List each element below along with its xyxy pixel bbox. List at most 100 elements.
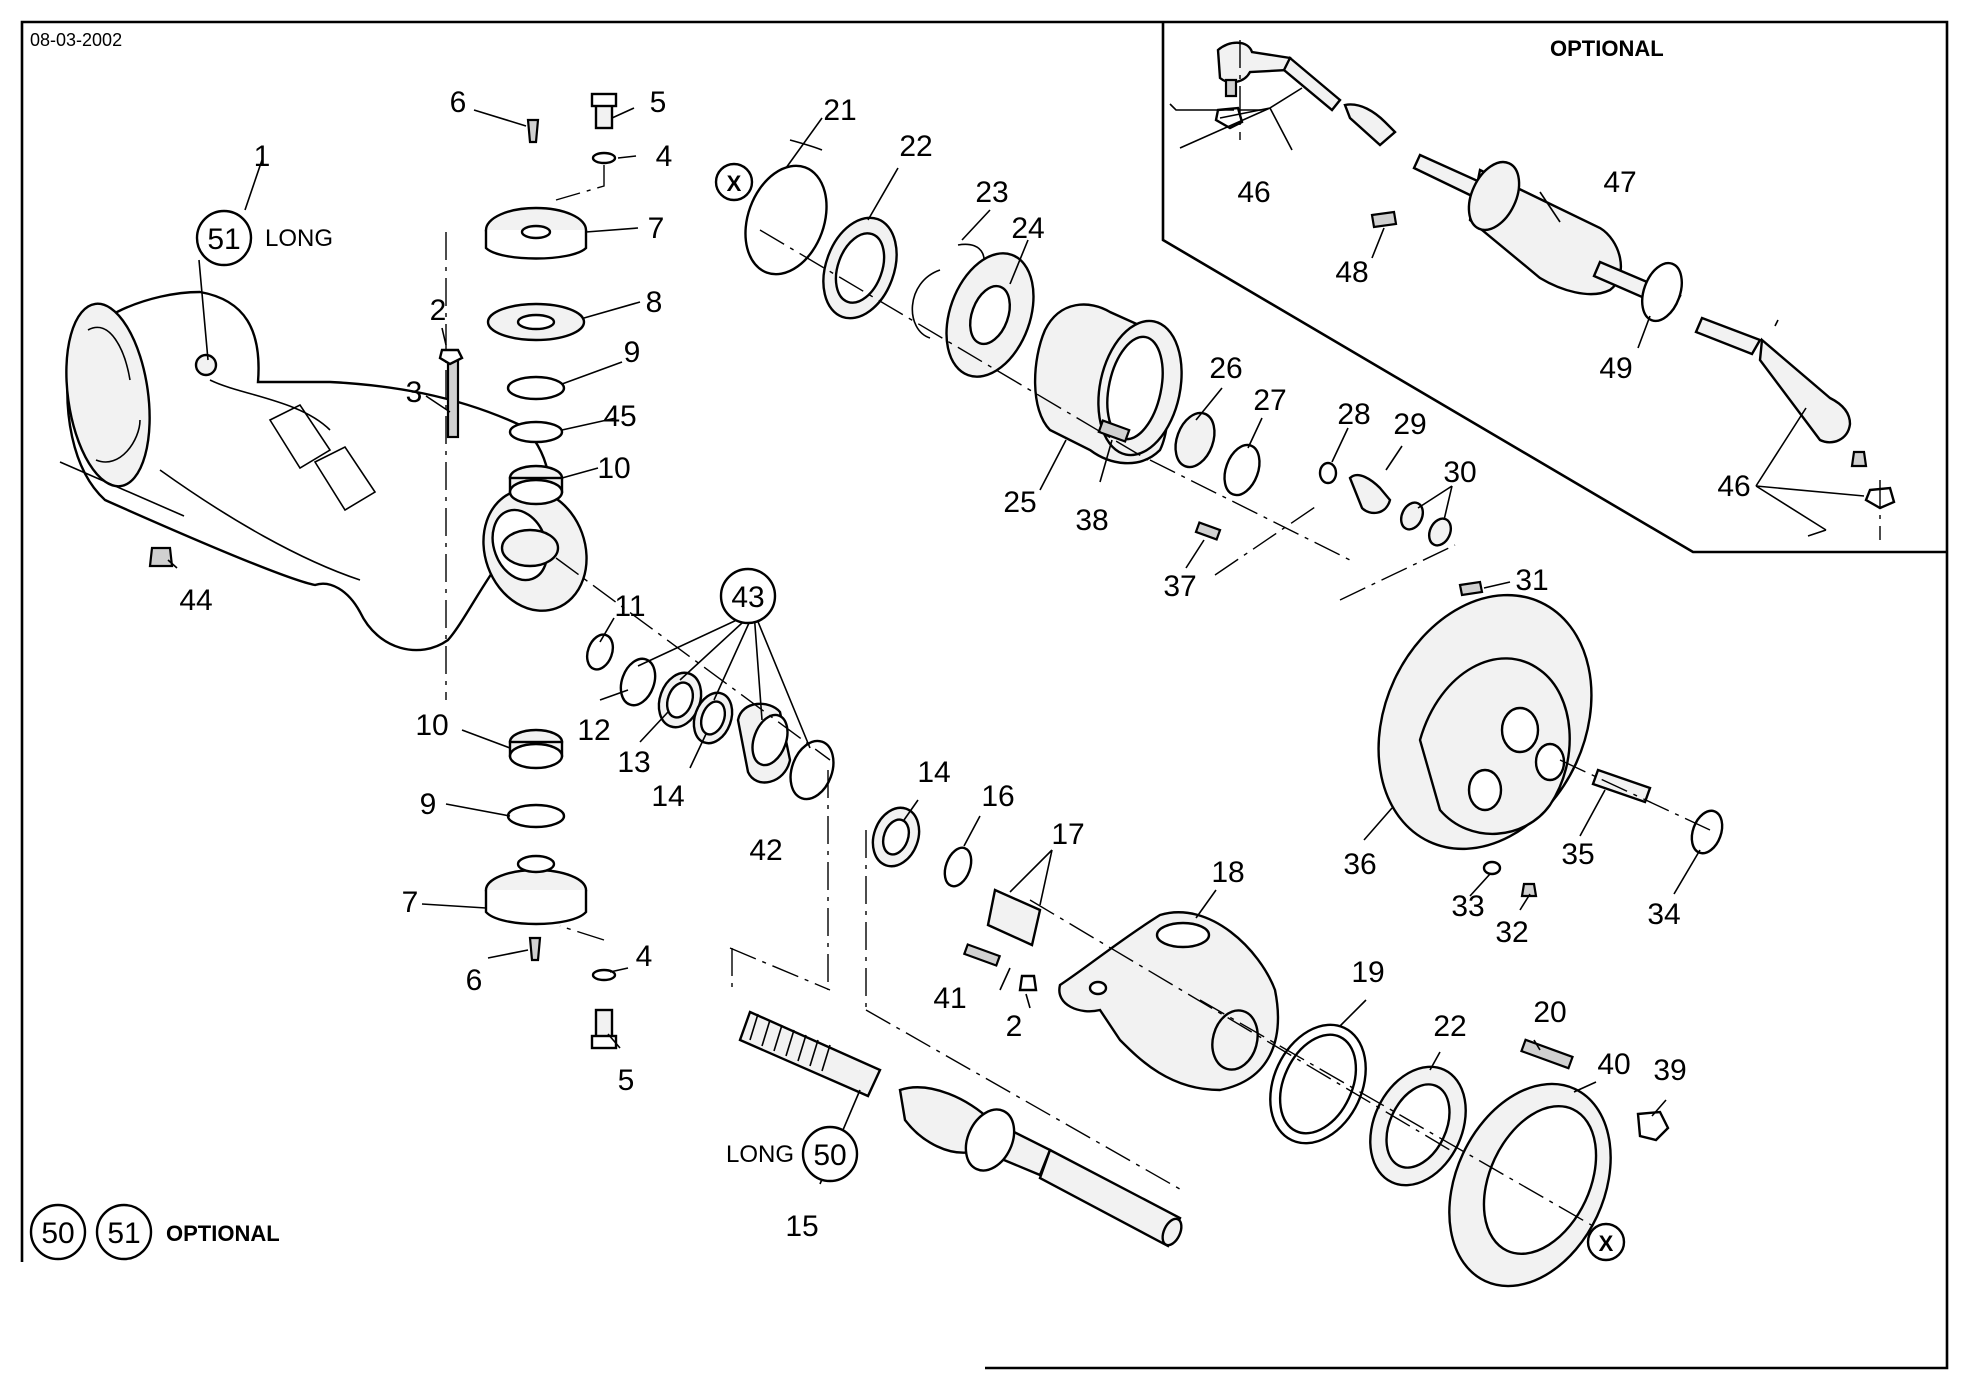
label-9-lower: 9 <box>420 788 437 821</box>
label-17: 17 <box>1051 818 1084 851</box>
needle-bearing-30b <box>1427 517 1453 547</box>
label-20: 20 <box>1533 996 1566 1029</box>
snap-ring-27 <box>1223 443 1261 497</box>
tie-rod-end-46-lower <box>1758 337 1852 444</box>
label-42: 42 <box>749 834 782 867</box>
wheel-hub-group <box>1269 1023 1670 1288</box>
label-7-lower: 7 <box>402 886 419 919</box>
balloon-51-note: LONG <box>265 225 333 252</box>
label-35: 35 <box>1561 838 1594 871</box>
grease-nipple-6-upper <box>526 118 540 144</box>
label-4-lower: 4 <box>636 940 653 973</box>
stud-20 <box>1520 1038 1574 1070</box>
label-33: 33 <box>1451 890 1484 923</box>
label-14-upper: 14 <box>651 780 684 813</box>
legend-balloon-50: 50 <box>29 1203 87 1261</box>
balloon-50-note: LONG <box>726 1141 794 1168</box>
optional-tie-rod <box>1214 41 1896 510</box>
label-39: 39 <box>1653 1054 1686 1087</box>
label-12: 12 <box>577 714 610 747</box>
label-15: 15 <box>785 1210 818 1243</box>
kingpin-stack-lower <box>484 165 618 1050</box>
label-8: 8 <box>646 286 663 319</box>
bolt-5-lower <box>594 1008 614 1040</box>
svg-text:X: X <box>1599 1231 1614 1256</box>
bolt-41 <box>962 943 1002 967</box>
label-45: 45 <box>603 400 636 433</box>
x-mark-top: X <box>714 162 754 202</box>
drawing-frame <box>20 20 1949 1370</box>
label-21: 21 <box>823 94 856 127</box>
label-6-lower: 6 <box>466 964 483 997</box>
label-47: 47 <box>1603 166 1636 199</box>
plug-44 <box>148 546 174 568</box>
label-38: 38 <box>1075 504 1108 537</box>
svg-text:43: 43 <box>731 581 764 614</box>
label-4-upper: 4 <box>656 140 673 173</box>
label-10-lower: 10 <box>415 709 448 742</box>
pin-38 <box>1097 419 1131 443</box>
label-10-upper: 10 <box>597 452 630 485</box>
o-ring-34 <box>1690 809 1724 855</box>
label-41: 41 <box>933 982 966 1015</box>
o-ring-42 <box>789 739 835 801</box>
label-40: 40 <box>1597 1048 1630 1081</box>
inset-title: OPTIONAL <box>1550 36 1664 61</box>
svg-text:51: 51 <box>107 1217 140 1250</box>
label-16: 16 <box>981 780 1014 813</box>
ring-45 <box>508 420 564 444</box>
label-46-upper: 46 <box>1237 176 1270 209</box>
label-31: 31 <box>1515 564 1548 597</box>
balloon-43: 43 <box>719 567 777 625</box>
label-48: 48 <box>1335 256 1368 289</box>
legend-label: OPTIONAL <box>166 1221 280 1246</box>
part-number-labels: 1 6 5 4 7 2 8 9 3 45 10 44 11 12 13 14 1… <box>179 86 1750 1243</box>
shaft-seal-group <box>585 633 835 801</box>
nut-2-lower <box>1018 974 1038 992</box>
label-22-upper: 22 <box>899 130 932 163</box>
snap-ring-11 <box>585 633 615 671</box>
label-24: 24 <box>1011 212 1044 245</box>
washer-4-upper <box>591 151 617 165</box>
svg-text:X: X <box>727 171 742 196</box>
svg-text:50: 50 <box>813 1139 846 1172</box>
leader-lines <box>167 87 1865 1185</box>
bolt-31 <box>1458 580 1484 597</box>
washer-28 <box>1318 461 1338 485</box>
svg-text:50: 50 <box>41 1217 74 1250</box>
needle-bearing-30a <box>1399 501 1425 531</box>
label-7-upper: 7 <box>648 212 665 245</box>
snap-ring-16 <box>943 846 973 888</box>
label-1: 1 <box>254 140 271 173</box>
gear-29 <box>1348 473 1392 515</box>
label-32: 32 <box>1495 916 1528 949</box>
label-22-lower: 22 <box>1433 1010 1466 1043</box>
ring-9-upper <box>506 375 566 401</box>
label-11: 11 <box>614 590 645 623</box>
plug-32 <box>1520 882 1538 898</box>
drawing-date: 08-03-2002 <box>30 30 122 50</box>
label-5-upper: 5 <box>650 86 667 119</box>
drive-shaft <box>738 1010 1183 1248</box>
bushing-17 <box>986 888 1042 947</box>
stud-3 <box>446 353 460 439</box>
tie-rod-end-46-upper <box>1216 41 1292 84</box>
balloon-51: 51 <box>195 209 253 267</box>
nut-2-upper <box>438 348 464 366</box>
label-23: 23 <box>975 176 1008 209</box>
label-3: 3 <box>406 376 423 409</box>
label-2-upper: 2 <box>430 294 447 327</box>
axle-housing <box>59 290 588 652</box>
grease-nipple-6-lower <box>528 936 542 962</box>
center-lines <box>555 40 1881 1231</box>
label-26: 26 <box>1209 352 1242 385</box>
label-25: 25 <box>1003 486 1036 519</box>
label-29: 29 <box>1393 408 1426 441</box>
label-13: 13 <box>617 746 650 779</box>
snap-ring-12 <box>619 657 657 707</box>
washer-4-lower <box>591 968 617 982</box>
svg-text:51: 51 <box>207 223 240 256</box>
label-19: 19 <box>1351 956 1384 989</box>
label-18: 18 <box>1211 856 1244 889</box>
